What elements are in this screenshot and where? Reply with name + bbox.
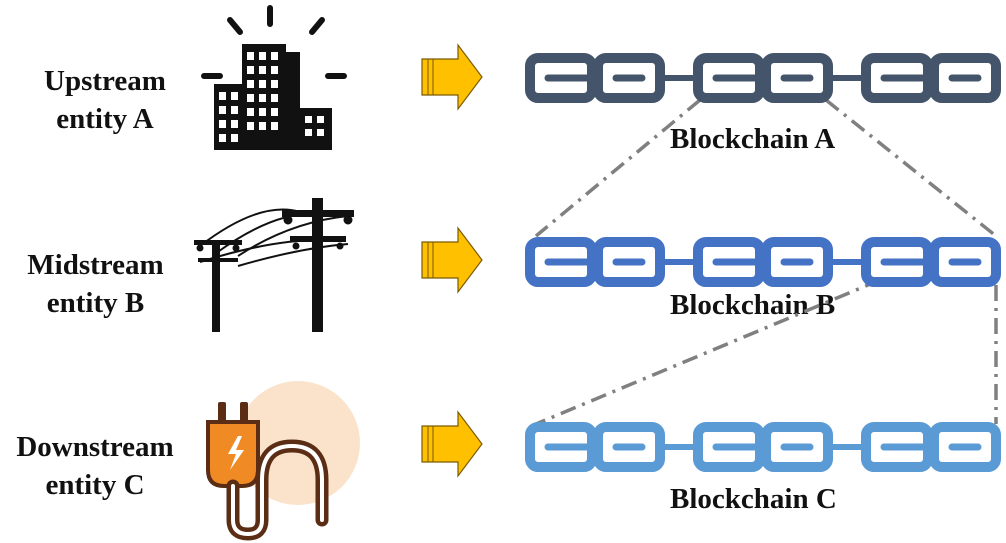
arrow-right-icon [421, 226, 483, 294]
entity-a-line1: Upstream [44, 65, 166, 97]
blockchain-a-chain [525, 53, 1001, 103]
chain-link [593, 422, 665, 472]
arrows [421, 43, 483, 478]
entity-c-label: Downstream entity C [0, 428, 190, 504]
chain-link [929, 422, 1001, 472]
blockchain-a-title: Blockchain A [670, 123, 836, 155]
connector-a-b-left [534, 98, 702, 238]
blockchain-c-title: Blockchain C [670, 483, 837, 515]
connector-a-b-right [824, 98, 998, 238]
chain-connectors [534, 98, 998, 426]
chain-link [761, 422, 833, 472]
entity-a-line2: entity A [56, 103, 154, 135]
office-building-icon [201, 5, 347, 150]
power-line-pole-icon [194, 198, 354, 332]
entity-b-line1: Midstream [27, 249, 164, 281]
chain-link [929, 237, 1001, 287]
entity-b-label: Midstream entity B [8, 246, 183, 322]
chain-link [761, 237, 833, 287]
chain-link [593, 53, 665, 103]
entity-c-line1: Downstream [16, 431, 174, 463]
blockchain-c-chain [525, 422, 1001, 472]
entity-a-label: Upstream entity A [20, 62, 190, 138]
chain-link [761, 53, 833, 103]
entity-b-line2: entity B [46, 287, 145, 319]
connector-b-c-left [535, 278, 881, 426]
arrow-right-icon [421, 410, 483, 478]
arrow-right-icon [421, 43, 483, 111]
chain-link [593, 237, 665, 287]
entity-c-line2: entity C [45, 469, 145, 501]
chain-link [929, 53, 1001, 103]
electric-plug-icon [206, 381, 360, 541]
blockchain-b-title: Blockchain B [670, 289, 836, 321]
blockchain-b-chain [525, 237, 1001, 287]
